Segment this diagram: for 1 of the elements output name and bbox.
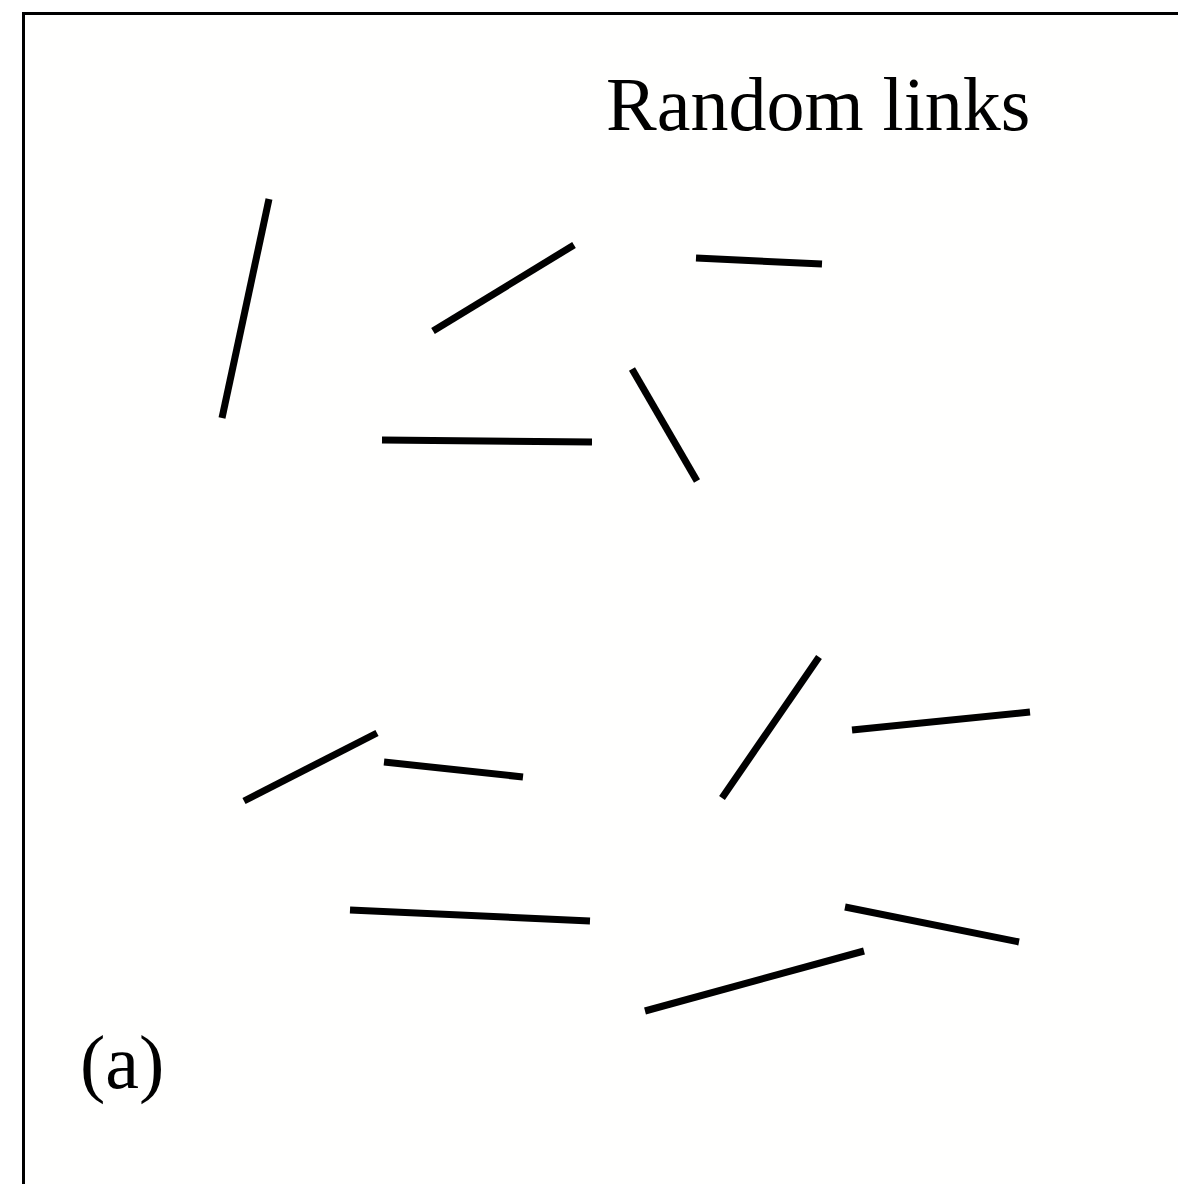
title: Random links <box>606 66 1031 142</box>
